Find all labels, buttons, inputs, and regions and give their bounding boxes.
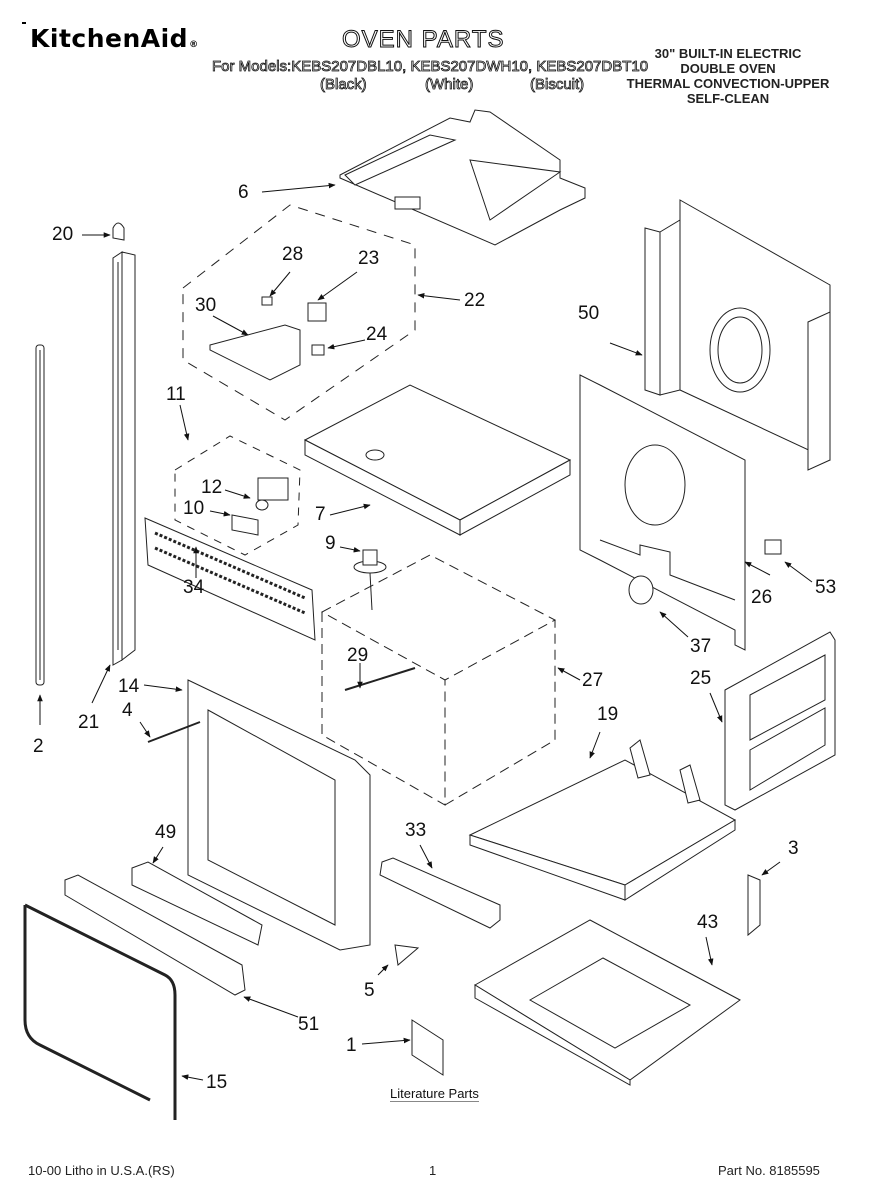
model-color-biscuit: (Biscuit) — [530, 76, 585, 94]
literature-parts-label: Literature Parts — [390, 1086, 479, 1102]
callout-43: 43 — [697, 912, 719, 933]
leader-arrows — [37, 182, 812, 1080]
callout-37: 37 — [690, 636, 712, 657]
part-53-bracket — [765, 540, 781, 554]
callout-6: 6 — [238, 182, 249, 203]
part-number: Part No. 8185595 — [718, 1163, 820, 1178]
callout-2: 2 — [33, 736, 44, 757]
callout-25: 25 — [690, 668, 712, 689]
part-15-gasket — [25, 905, 175, 1120]
callout-9: 9 — [325, 533, 336, 554]
callout-4: 4 — [122, 700, 133, 721]
callout-50: 50 — [578, 303, 600, 324]
callout-26: 26 — [751, 587, 773, 608]
callout-53: 53 — [815, 577, 837, 598]
callout-15: 15 — [206, 1072, 228, 1093]
callout-51: 51 — [298, 1014, 320, 1035]
kitchenaid-logo: KitchenAid® — [30, 24, 199, 53]
part-14-front-frame — [188, 680, 370, 950]
callout-12: 12 — [201, 477, 223, 498]
callout-33: 33 — [405, 820, 427, 841]
callout-28: 28 — [282, 244, 304, 265]
footer-print-info: 10-00 Litho in U.S.A.(RS) — [28, 1163, 175, 1178]
part-11-light-assembly — [175, 436, 300, 555]
brand-tick-mark — [22, 22, 26, 24]
part-9-sensor — [354, 550, 386, 610]
part-34-vent-grille — [145, 518, 315, 640]
callout-7: 7 — [315, 504, 326, 525]
part-6-top-shield — [340, 110, 585, 245]
spec-line: SELF-CLEAN — [686, 91, 770, 106]
callout-20: 20 — [52, 224, 74, 245]
callout-34: 34 — [183, 577, 205, 598]
callout-11: 11 — [166, 384, 186, 405]
callout-24: 24 — [366, 324, 388, 345]
spec-line: THERMAL CONVECTION-UPPER — [626, 76, 830, 91]
spec-line: 30" BUILT-IN ELECTRIC — [654, 46, 802, 61]
part-19-divider-panel — [470, 740, 735, 900]
part-37-thermostat — [629, 576, 653, 604]
part-7-top-panel — [305, 385, 570, 535]
part-33-rail — [380, 858, 500, 928]
part-3-bracket — [748, 875, 760, 935]
model-color-white: (White) — [425, 76, 474, 94]
callout-49: 49 — [155, 822, 177, 843]
spec-line: DOUBLE OVEN — [680, 61, 776, 76]
model-color-black: (Black) — [320, 76, 367, 94]
part-50-back-panel — [645, 200, 830, 470]
models-prefix: For Models: — [212, 58, 292, 76]
callout-19: 19 — [597, 704, 619, 725]
page-number: 1 — [429, 1163, 437, 1178]
part-27-oven-cavity — [322, 555, 555, 805]
product-spec: 30" BUILT-IN ELECTRIC DOUBLE OVEN THERMA… — [608, 46, 848, 106]
part-20-cap — [113, 223, 124, 240]
part-2-trim-rod — [36, 345, 44, 685]
part-1-literature — [412, 1020, 443, 1075]
callout-30: 30 — [195, 295, 217, 316]
callout-29: 29 — [347, 645, 369, 666]
callout-27: 27 — [582, 670, 604, 691]
part-29-probe — [345, 668, 415, 690]
part-49-channel — [132, 862, 262, 945]
part-25-side-panel — [725, 632, 835, 810]
callout-22: 22 — [464, 290, 486, 311]
part-43-bottom-tray — [475, 920, 740, 1085]
callout-14: 14 — [118, 676, 140, 697]
callout-23: 23 — [358, 248, 380, 269]
part-26-convection-panel — [580, 375, 745, 650]
page-title: OVEN PARTS — [341, 26, 505, 54]
registered-mark: ® — [189, 40, 199, 50]
part-51-vent-trim — [65, 875, 245, 995]
models-value: KEBS207DBL10, KEBS207DWH10, KEBS207DBT10 — [291, 58, 649, 76]
part-22-control-assembly — [183, 205, 415, 420]
callout-10: 10 — [183, 498, 205, 519]
part-5-bracket — [395, 945, 418, 965]
part-21-side-trim — [113, 252, 135, 665]
part-4-screw — [148, 722, 200, 742]
brand-name: KitchenAid — [30, 24, 189, 53]
callout-1: 1 — [346, 1035, 357, 1056]
callout-21: 21 — [78, 712, 100, 733]
callout-5: 5 — [364, 980, 375, 1001]
callout-3: 3 — [788, 838, 799, 859]
model-list: For Models:KEBS207DBL10, KEBS207DWH10, K… — [212, 58, 649, 76]
